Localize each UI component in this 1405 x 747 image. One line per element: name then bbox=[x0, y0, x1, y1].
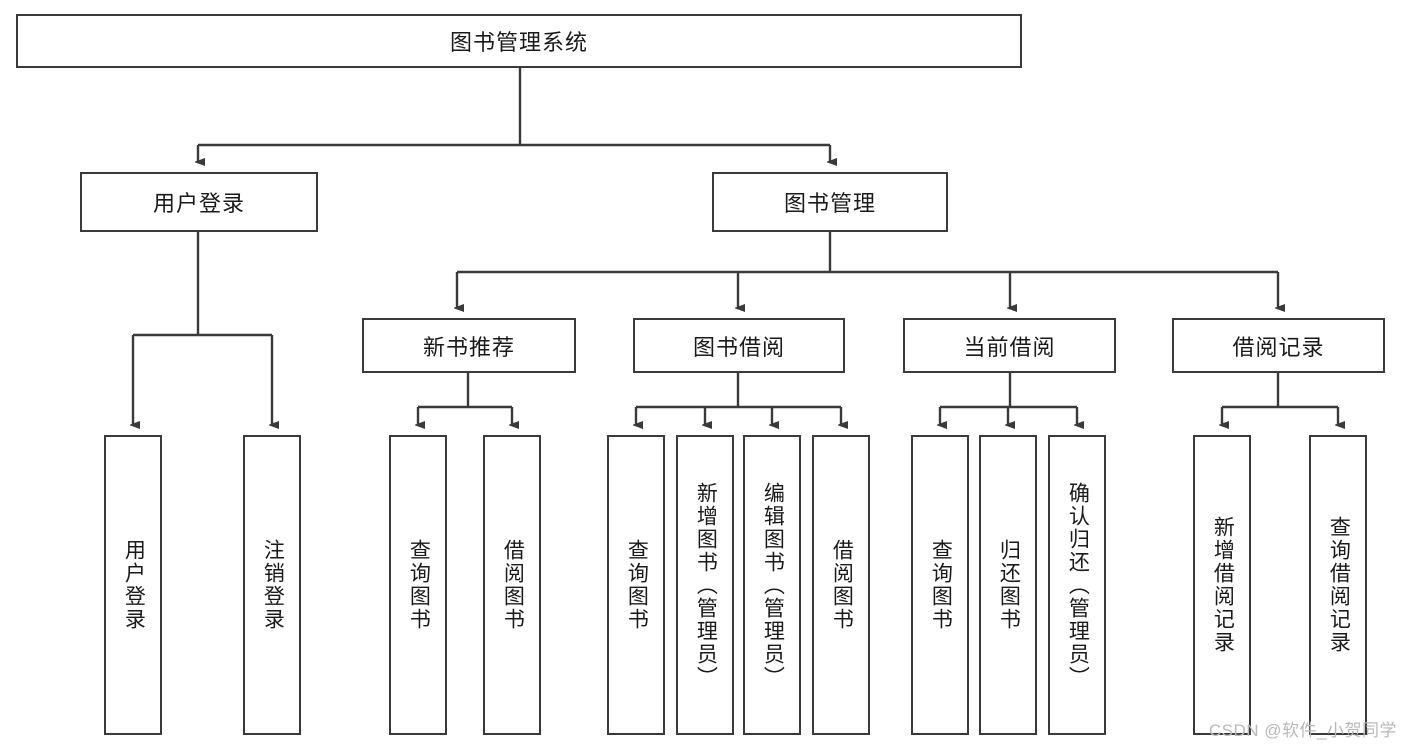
node-leaf-edit-book[interactable]: 编辑图书（管理员） bbox=[743, 435, 801, 735]
node-leaf-confirm-return[interactable]: 确认归还（管理员） bbox=[1048, 435, 1106, 735]
node-label: 图书管理 bbox=[783, 191, 876, 216]
node-label: 归还图书 bbox=[997, 539, 1021, 631]
node-label: 注销登录 bbox=[261, 539, 285, 631]
node-label: 查询图书 bbox=[407, 539, 431, 631]
node-leaf-borrow-book[interactable]: 借阅图书 bbox=[812, 435, 870, 735]
node-label: 用户登录 bbox=[122, 539, 146, 631]
node-leaf-query-book-borrow[interactable]: 查询图书 bbox=[607, 435, 665, 735]
node-label: 查询图书 bbox=[625, 539, 649, 631]
node-leaf-query-book-recommend[interactable]: 查询图书 bbox=[389, 435, 447, 735]
node-book-manage[interactable]: 图书管理 bbox=[712, 172, 948, 232]
node-root-book-management-system[interactable]: 图书管理系统 bbox=[16, 14, 1022, 68]
node-label: 新书推荐 bbox=[422, 334, 515, 360]
node-book-borrow[interactable]: 图书借阅 bbox=[633, 318, 845, 373]
node-leaf-user-login[interactable]: 用户登录 bbox=[104, 435, 162, 735]
node-user-login[interactable]: 用户登录 bbox=[80, 172, 318, 232]
node-leaf-logout[interactable]: 注销登录 bbox=[243, 435, 301, 735]
node-leaf-query-record[interactable]: 查询借阅记录 bbox=[1309, 435, 1367, 735]
node-label: 当前借阅 bbox=[963, 334, 1056, 360]
node-leaf-add-book[interactable]: 新增图书（管理员） bbox=[676, 435, 734, 735]
node-leaf-add-record[interactable]: 新增借阅记录 bbox=[1193, 435, 1251, 735]
node-label: 用户登录 bbox=[152, 191, 245, 216]
watermark: CSDN @软件_小贺同学 bbox=[1208, 721, 1397, 740]
node-label: 借阅图书 bbox=[501, 539, 525, 631]
node-label: 确认归还（管理员） bbox=[1066, 481, 1090, 689]
node-label: 图书管理系统 bbox=[449, 30, 588, 55]
node-leaf-borrow-book-recommend[interactable]: 借阅图书 bbox=[483, 435, 541, 735]
node-label: 编辑图书（管理员） bbox=[761, 481, 785, 689]
node-current-borrow[interactable]: 当前借阅 bbox=[903, 318, 1116, 373]
node-new-book-recommend[interactable]: 新书推荐 bbox=[362, 318, 576, 373]
node-label: 查询借阅记录 bbox=[1327, 516, 1351, 654]
node-label: 新增图书（管理员） bbox=[694, 481, 718, 689]
node-leaf-query-book-current[interactable]: 查询图书 bbox=[911, 435, 969, 735]
node-leaf-return-book[interactable]: 归还图书 bbox=[979, 435, 1037, 735]
node-label: 图书借阅 bbox=[692, 334, 785, 360]
node-borrow-record[interactable]: 借阅记录 bbox=[1172, 318, 1385, 373]
node-label: 查询图书 bbox=[929, 539, 953, 631]
node-label: 借阅记录 bbox=[1232, 334, 1325, 360]
node-label: 新增借阅记录 bbox=[1211, 516, 1235, 654]
node-label: 借阅图书 bbox=[830, 539, 854, 631]
